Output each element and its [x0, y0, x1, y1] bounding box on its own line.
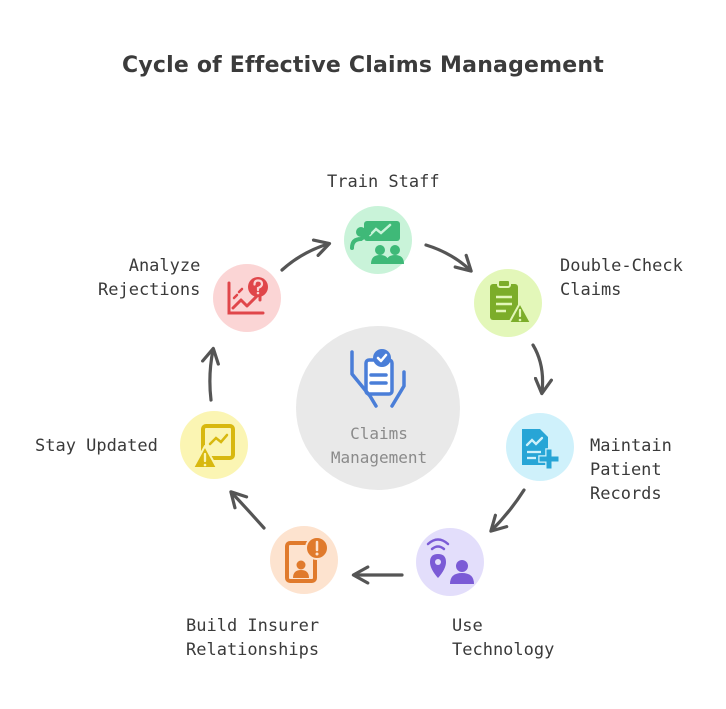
- step-label-stay-updated: Stay Updated: [35, 436, 158, 456]
- step-label-maintain-patient-records: Maintain Patient Records: [590, 436, 672, 504]
- center-label: Claims Management: [330, 424, 428, 467]
- chart-warning-icon: [192, 424, 235, 469]
- step-node-build-insurer-relationships: [270, 526, 338, 594]
- cycle-arrows: [201, 238, 553, 585]
- center-node: [296, 326, 460, 490]
- chart-question-icon: [227, 277, 268, 315]
- clipboard-check-hand-icon: [350, 349, 406, 408]
- step-label-analyze-rejections: Analyze Rejections: [98, 256, 201, 300]
- arrow-insurer-to-updated: [229, 490, 266, 530]
- step-node-double-check-claims: [474, 269, 542, 337]
- step-node-analyze-rejections: [213, 264, 281, 332]
- diagram-title: Cycle of Effective Claims Management: [122, 53, 604, 78]
- clipboard-warning-icon: [490, 279, 532, 324]
- step-node-use-technology: [416, 528, 484, 596]
- step-node-maintain-patient-records: [506, 413, 574, 481]
- location-user-icon: [426, 538, 474, 584]
- arrow-analyze-to-train: [280, 238, 332, 272]
- presentation-icon: [350, 221, 404, 264]
- step-node-stay-updated: [180, 411, 248, 479]
- step-label-train-staff: Train Staff: [327, 172, 440, 192]
- arrow-double-check-to-maintain: [531, 343, 553, 396]
- arrow-maintain-to-technology: [489, 488, 526, 533]
- document-add-icon: [522, 429, 560, 470]
- step-label-double-check-claims: Double-Check Claims: [560, 256, 683, 300]
- contact-alert-icon: [285, 536, 329, 583]
- step-node-train-staff: [344, 206, 412, 274]
- step-label-build-insurer-relationships: Build Insurer Relationships: [186, 616, 320, 660]
- arrow-train-to-double-check: [424, 243, 473, 273]
- arrow-updated-to-analyze: [201, 346, 220, 402]
- step-label-use-technology: Use Technology: [452, 616, 555, 660]
